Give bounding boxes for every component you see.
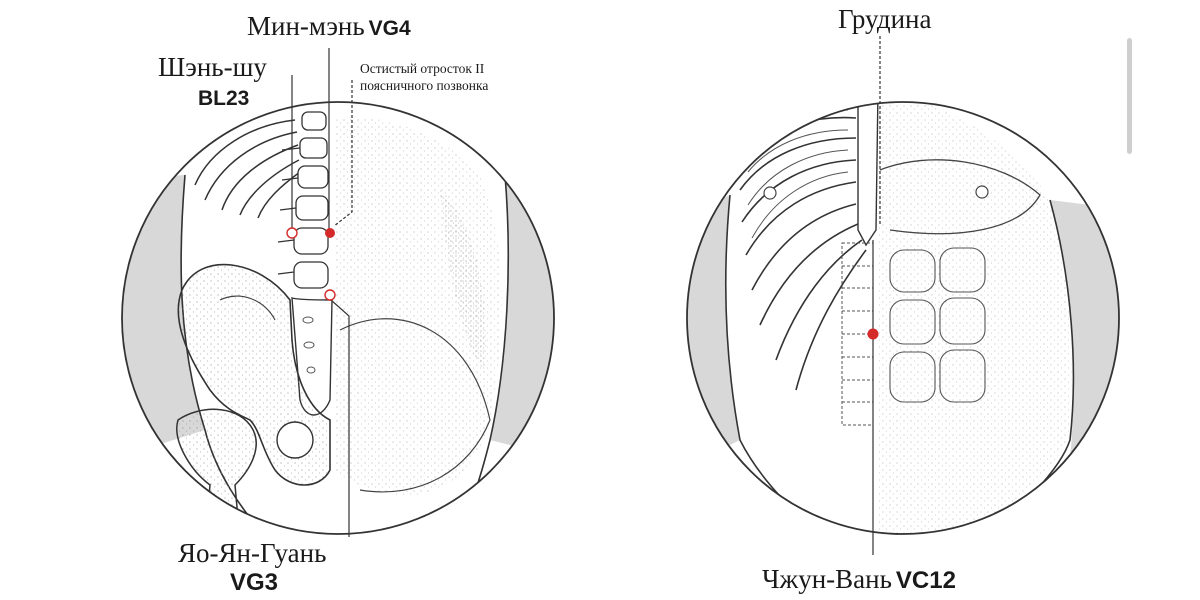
torso-illustration [686, 101, 1120, 535]
label-min-men-code: VG4 [368, 17, 411, 40]
nipple-right [975, 185, 989, 199]
acupoint-bl23-marker[interactable] [286, 227, 298, 239]
chest-abs [878, 102, 1072, 534]
label-shen-shu-name: Шэнь-шу [158, 52, 267, 82]
label-spinous-line2: поясничного позвонка [360, 78, 489, 93]
label-yao-yang-guan-name: Яо-Ян-Гуань [178, 538, 327, 568]
nipple-left [763, 186, 777, 200]
label-spinous-line1: Остистый отросток II [360, 61, 485, 76]
back-muscles [335, 118, 502, 496]
buttock-line [339, 318, 491, 493]
label-min-men-name: Мин-мэнь [247, 11, 365, 41]
acupoint-vg3-marker[interactable] [324, 289, 336, 301]
back-muscles-shade [440, 190, 486, 370]
label-sternum: Грудина [838, 4, 932, 34]
label-shen-shu: Шэнь-шу [158, 54, 267, 81]
label-zhong-wan-code: VC12 [895, 567, 956, 594]
vertical-scrollbar[interactable] [1127, 38, 1132, 154]
left-leader-lines [291, 48, 353, 537]
sternum-bone [857, 102, 879, 247]
label-yao-yang-guan-code: VG3 [230, 569, 279, 596]
right-leader-lines [872, 36, 881, 555]
label-shen-shu-code: BL23 [198, 87, 250, 110]
label-zhong-wan-name: Чжун-Вань [762, 564, 892, 594]
label-min-men: Мин-мэнь VG4 [247, 13, 411, 40]
left-acupoints [286, 227, 336, 301]
femur [176, 408, 257, 534]
acupoint-vc12-marker[interactable] [867, 328, 879, 340]
torso-silhouette [724, 194, 1075, 534]
acupoint-vg4-marker[interactable] [325, 228, 335, 238]
label-spinous-note: Остистый отросток II поясничного позвонк… [360, 60, 488, 94]
lumbar-spine [277, 111, 329, 289]
label-zhong-wan: Чжун-Вань VC12 [762, 566, 956, 593]
back-illustration [121, 101, 555, 535]
